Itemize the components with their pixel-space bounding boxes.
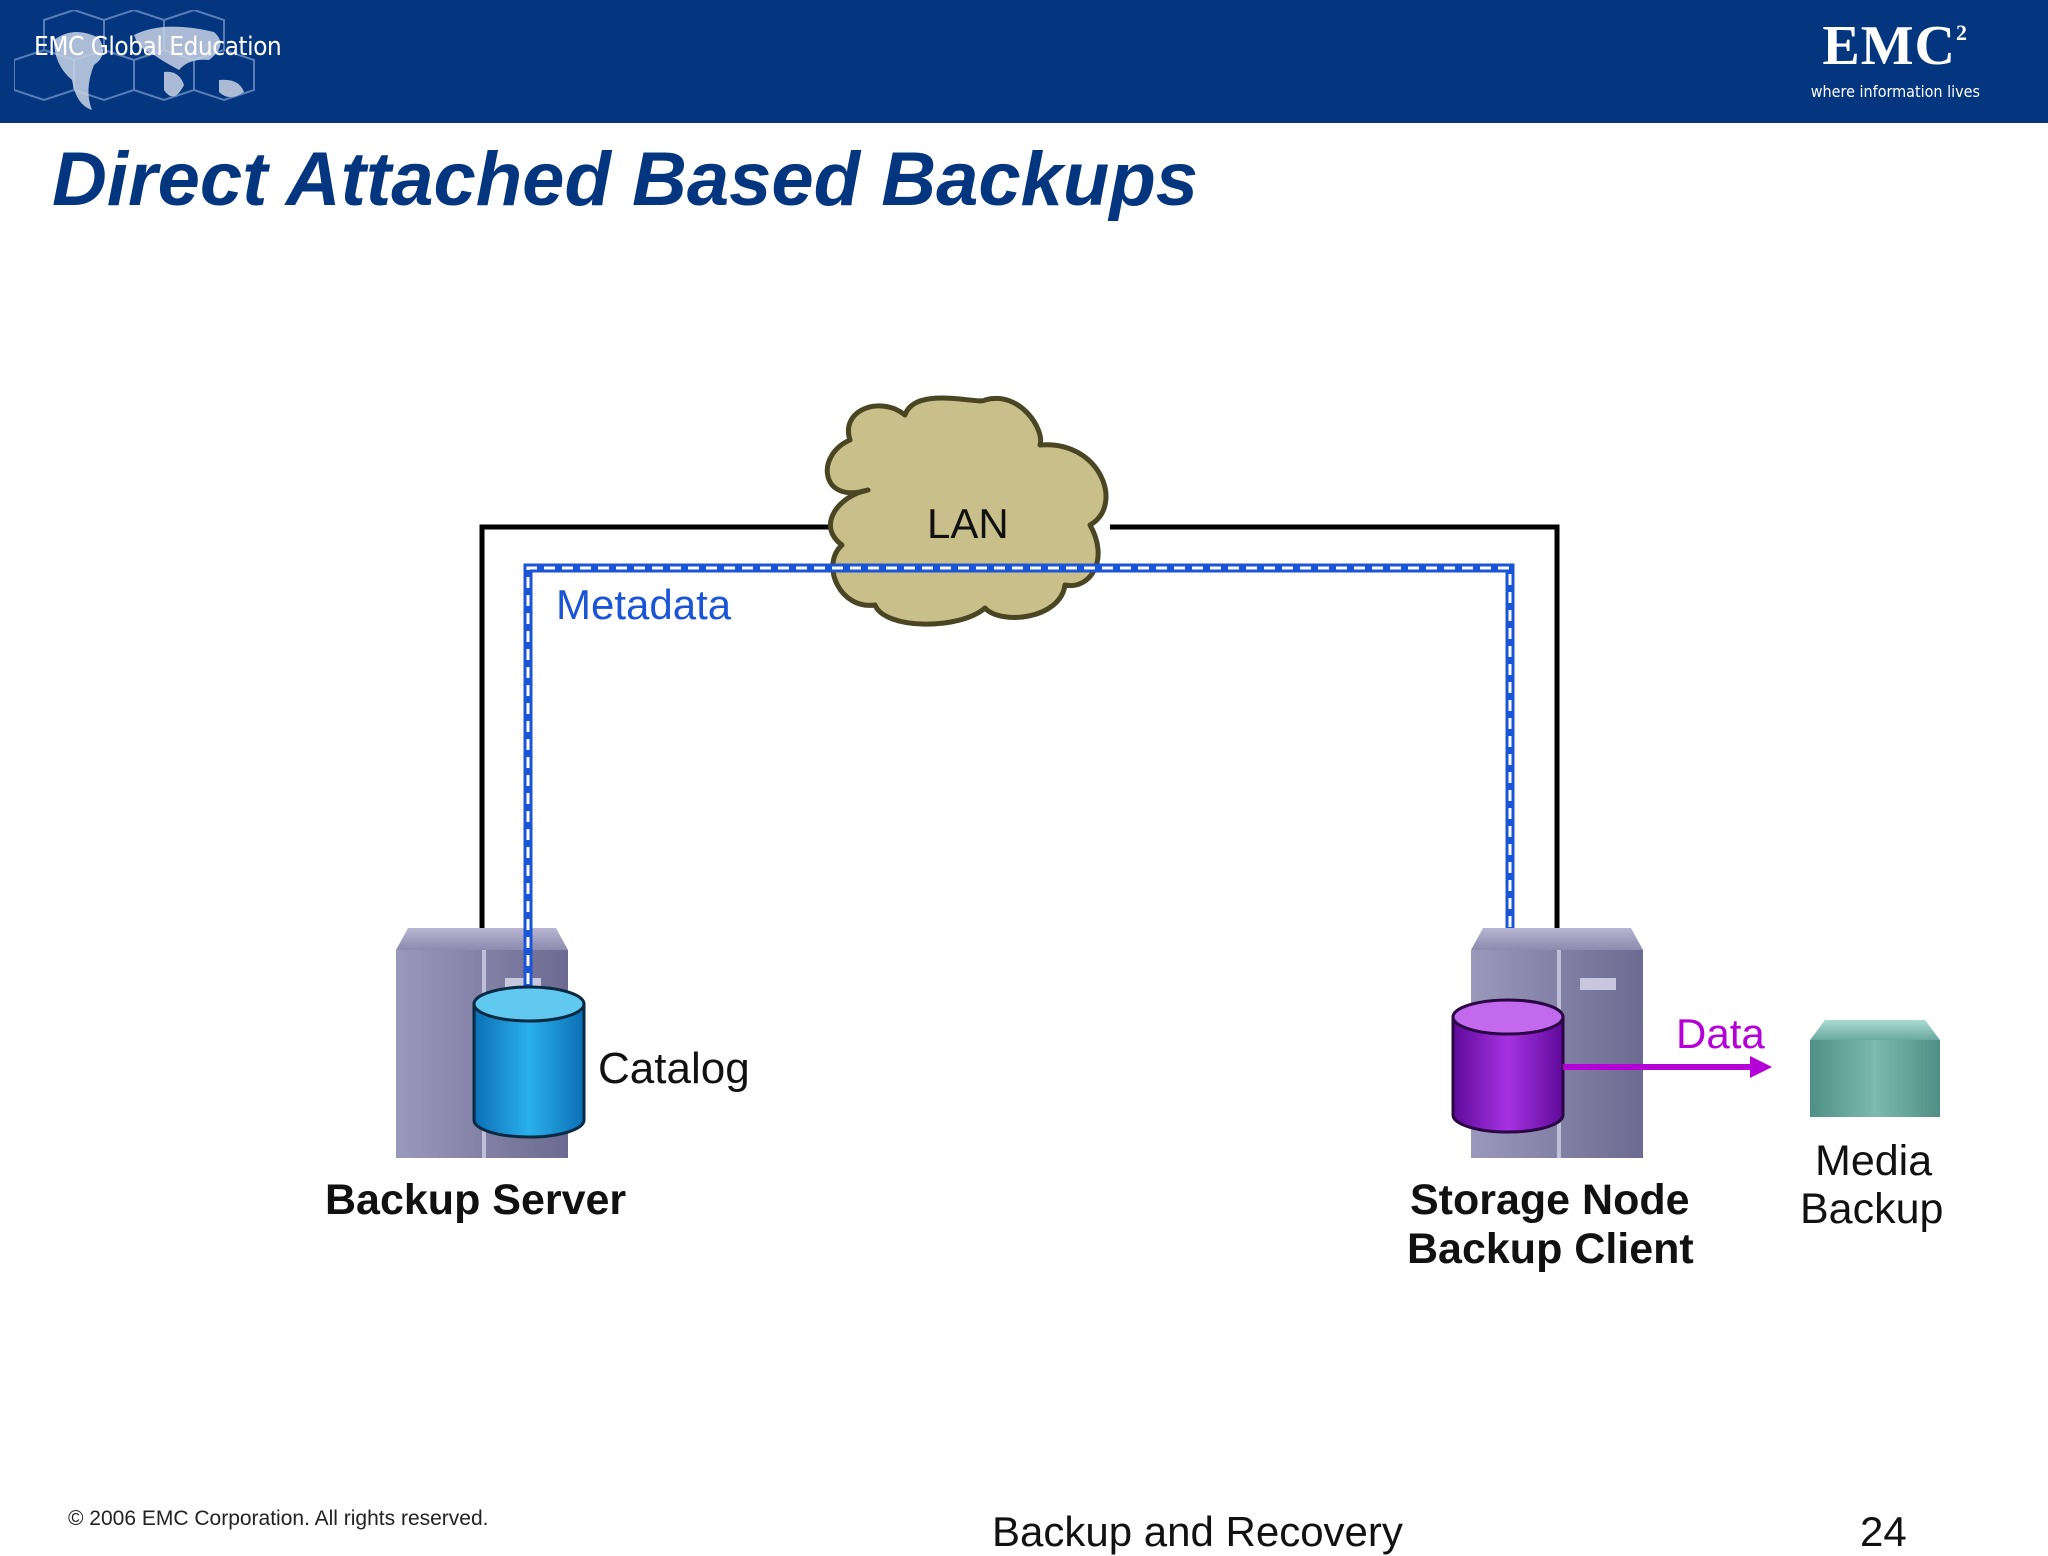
media-backup-icon [1810,1020,1940,1117]
emc-logo: EMC2 [1822,18,1968,74]
world-map-logo-icon [14,10,255,110]
emc-logo-text: EMC [1822,15,1956,77]
footer-page-number: 24 [1860,1508,1907,1555]
header-bar: EMC Global Education EMC2 where informat… [0,0,2048,123]
metadata-path [523,563,1515,1020]
backup-client-label: Backup Client [1407,1225,1694,1273]
catalog-database-icon [472,985,586,1139]
storage-node-label: Storage Node [1410,1176,1690,1224]
lan-label: LAN [927,500,1009,547]
catalog-label: Catalog [598,1044,750,1093]
media-label: Media [1815,1137,1933,1185]
data-arrow [1563,1056,1772,1078]
left-logo-text: EMC Global Education [34,32,282,62]
media-backup-label: Backup [1800,1185,1944,1233]
metadata-label: Metadata [556,581,732,628]
footer-copyright: © 2006 EMC Corporation. All rights reser… [68,1507,489,1530]
data-label: Data [1676,1010,1765,1057]
lan-connection-lines [479,524,1560,935]
emc-logo-superscript: 2 [1956,20,1968,45]
slide-title: Direct Attached Based Backups [52,137,1199,222]
client-database-icon [1451,998,1565,1134]
emc-tagline: where information lives [1810,82,1980,101]
footer-course-title: Backup and Recovery [992,1508,1403,1555]
backup-server-label: Backup Server [325,1176,627,1224]
